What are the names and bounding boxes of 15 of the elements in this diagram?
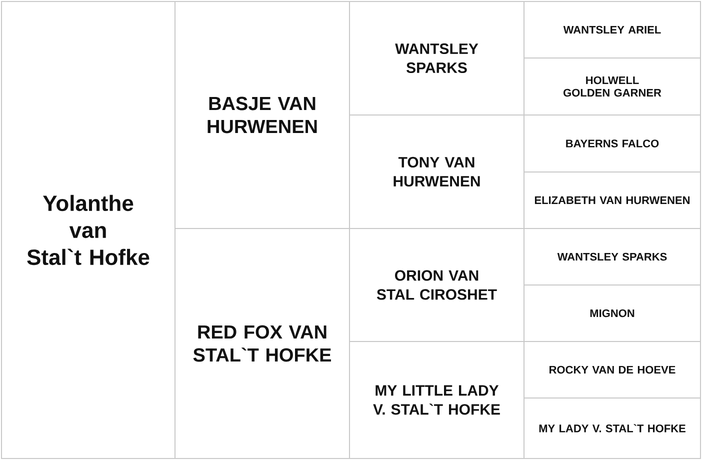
pedigree-cell: RED FOX VAN STAL`T HOFKE xyxy=(174,228,350,459)
pedigree-cell: Yolanthe van Stal`t Hofke xyxy=(1,1,176,459)
pedigree-cell: WANTSLEY SPARKS xyxy=(349,1,524,116)
pedigree-cell: ORION VAN STAL CIROSHET xyxy=(349,228,524,342)
pedigree-cell: BAYERNS FALCO xyxy=(524,114,701,172)
pedigree-cell: HOLWELL GOLDEN GARNER xyxy=(524,58,701,116)
pedigree-cell: ROCKY VAN DE HOEVE xyxy=(524,341,701,398)
pedigree-cell: WANTSLEY ARIEL xyxy=(524,1,701,58)
pedigree-cell: WANTSLEY SPARKS xyxy=(524,228,701,286)
pedigree-cell: ELIZABETH VAN HURWENEN xyxy=(524,172,701,229)
pedigree-cell: TONY VAN HURWENEN xyxy=(349,114,524,229)
pedigree-cell: MIGNON xyxy=(524,284,701,342)
pedigree-cell: MY LADY V. STAL`T HOFKE xyxy=(524,397,701,459)
pedigree-cell: BASJE VAN HURWENEN xyxy=(174,1,350,229)
pedigree-cell: MY LITTLE LADY V. STAL`T HOFKE xyxy=(349,341,524,459)
